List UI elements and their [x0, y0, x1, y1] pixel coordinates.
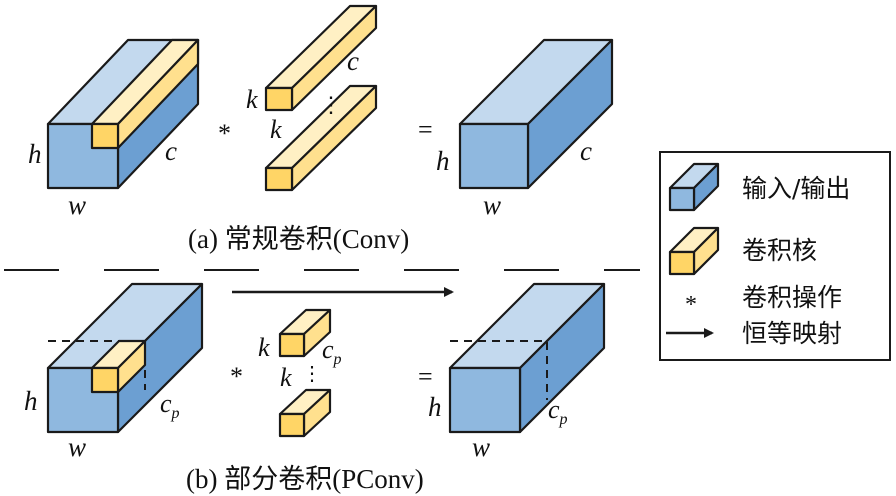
- pconv-kernel-k-label-2: k: [280, 363, 292, 392]
- conv-kernel-dots: ⋮: [320, 92, 342, 117]
- conv-kernel-bar-2: [264, 84, 378, 192]
- pconv-input-h-label: h: [24, 386, 38, 416]
- svg-text:cp: cp: [322, 335, 342, 368]
- pconv-input-cp-label: c: [160, 389, 172, 418]
- pconv-output-cp-sub: p: [559, 411, 568, 428]
- conv-kernel-slab: [90, 38, 200, 150]
- pconv-output-w-label: w: [472, 432, 490, 462]
- pconv-kernel-block: [90, 339, 147, 394]
- caption-b: (b) 部分卷积(PConv): [186, 464, 424, 494]
- pconv-kernel-cube-1: [278, 308, 332, 358]
- legend-io-label: 输入/输出: [742, 174, 850, 203]
- legend-identity-label: 恒等映射: [742, 319, 842, 348]
- conv-output-w-label: w: [483, 190, 501, 220]
- pconv-input-cp-sub: p: [171, 405, 180, 422]
- pconv-kernel-dots: ⋮: [302, 363, 322, 385]
- pconv-output-cube: [448, 282, 606, 434]
- pconv-op-symbol: *: [230, 362, 243, 391]
- pconv-kernel-k-label-1: k: [258, 333, 270, 362]
- conv-output-h-label: h: [436, 146, 450, 176]
- conv-eq-symbol: =: [418, 115, 433, 144]
- svg-text:cp: cp: [548, 395, 568, 428]
- pconv-eq-symbol: =: [418, 362, 433, 391]
- conv-output-c-label: c: [580, 136, 592, 166]
- pconv-kernel-cp-sub: p: [333, 351, 342, 368]
- legend-conv-label: 卷积操作: [742, 283, 842, 312]
- legend-conv-symbol: *: [685, 292, 697, 318]
- conv-output-cube: [458, 38, 614, 190]
- legend-io-swatch: [668, 162, 720, 212]
- legend: 输入/输出 卷积核 * 卷积操作 恒等映射: [659, 151, 891, 361]
- svg-text:cp: cp: [160, 389, 180, 422]
- conv-kernel-c-label: c: [347, 46, 359, 76]
- pconv-output-h-label: h: [428, 392, 442, 422]
- pconv-input-cube: [46, 282, 204, 434]
- legend-kernel-label: 卷积核: [742, 236, 817, 265]
- conv-kernel-bar-1: [264, 4, 378, 112]
- pconv-input-w-label: w: [68, 432, 86, 462]
- pconv-kernel-cp-label: c: [322, 335, 334, 364]
- section-a: h w c * k k c ⋮ = h w c (a) 常: [28, 4, 614, 254]
- legend-kernel-swatch: [668, 226, 720, 276]
- conv-op-symbol: *: [218, 119, 231, 148]
- caption-a: (a) 常规卷积(Conv): [188, 224, 409, 254]
- pconv-output-cp-label: c: [548, 395, 560, 424]
- pconv-kernel-cube-2: [278, 388, 332, 438]
- conv-kernel-k-label-1: k: [246, 85, 258, 114]
- conv-kernel-k-label-2: k: [270, 115, 282, 144]
- conv-input-h-label: h: [28, 139, 42, 169]
- conv-input-c-label: c: [165, 136, 177, 166]
- conv-input-w-label: w: [68, 190, 86, 220]
- section-b: h w cp * k k cp ⋮ = h w cp: [24, 282, 606, 494]
